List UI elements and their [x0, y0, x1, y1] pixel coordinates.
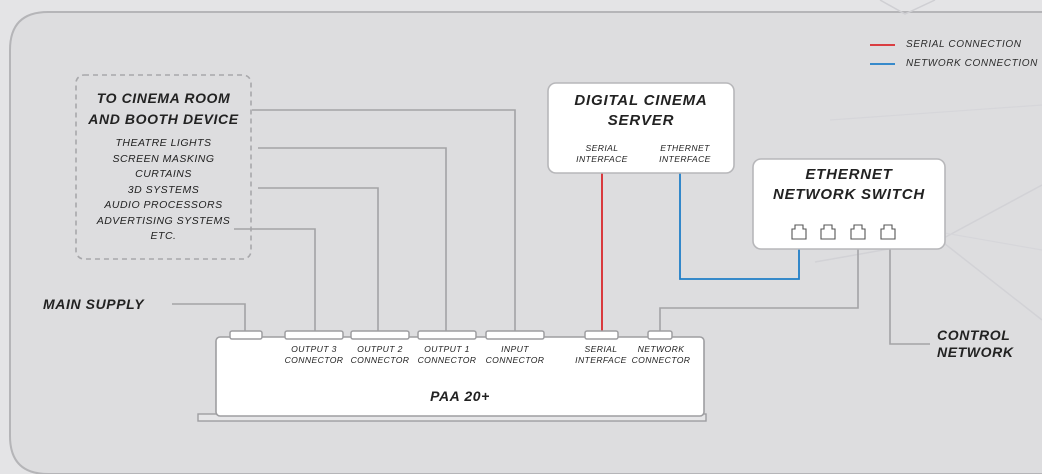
control-network-label: CONTROL NETWORK — [937, 327, 1014, 360]
connector-label-line2: CONNECTOR — [284, 355, 344, 365]
server-title: DIGITAL CINEMA SERVER — [548, 92, 734, 129]
server-box — [547, 82, 735, 174]
wire-output1 — [258, 147, 447, 333]
switch-box — [752, 158, 946, 250]
server-serial-line2: INTERFACE — [576, 154, 628, 164]
connector-label-line1: SERIAL — [584, 344, 618, 354]
source-devices-list: TO CINEMA ROOM AND BOOTH DEVICE THEATRE … — [76, 90, 251, 245]
switch-title: ETHERNET NETWORK SWITCH — [753, 166, 945, 203]
legend-serial-label: SERIAL CONNECTION — [906, 39, 1022, 50]
server-title-line2: SERVER — [607, 112, 675, 129]
source-item: ETC. — [150, 230, 177, 242]
switch-ports — [791, 224, 896, 240]
switch-title-line2: NETWORK SWITCH — [772, 186, 925, 203]
output1-connector — [417, 330, 477, 340]
server-serial-interface-label: SERIAL INTERFACE — [562, 143, 642, 165]
source-item: CURTAINS — [135, 168, 192, 180]
wire-output3 — [234, 228, 316, 333]
main-supply-label: MAIN SUPPLY — [43, 296, 145, 312]
connector-label-line2: CONNECTOR — [631, 355, 691, 365]
switch-port-icon — [791, 224, 807, 240]
server-ethernet-line2: INTERFACE — [659, 154, 711, 164]
connector-label-line1: INPUT — [501, 344, 529, 354]
connector-label-line1: OUTPUT 2 — [357, 344, 403, 354]
legend-network-label: NETWORK CONNECTION — [906, 58, 1038, 69]
output3-connector — [284, 330, 344, 340]
server-ethernet-line1: ETHERNET — [660, 143, 710, 153]
source-item: AUDIO PROCESSORS — [104, 199, 223, 211]
source-item: SCREEN MASKING — [112, 152, 215, 165]
source-title-line1: TO CINEMA ROOM — [96, 90, 231, 106]
input-connector — [485, 330, 545, 340]
device-connector-label: SERIAL INTERFACE — [568, 344, 634, 366]
decor-shape-top — [879, 0, 936, 15]
wire-input — [252, 109, 516, 333]
connector-label-line1: OUTPUT 3 — [291, 344, 337, 354]
wire-output2 — [258, 187, 379, 333]
device-name: PAA 20+ — [430, 388, 490, 404]
control-network-line2: NETWORK — [937, 344, 1014, 360]
device-connector-label: OUTPUT 3 CONNECTOR — [279, 344, 349, 366]
device-connector-label: OUTPUT 1 CONNECTOR — [412, 344, 482, 366]
device-connector-tabs — [229, 330, 673, 340]
switch-port-icon — [850, 224, 866, 240]
wire-main-supply — [172, 303, 246, 333]
server-title-line1: DIGITAL CINEMA — [574, 92, 708, 109]
control-network-line1: CONTROL — [937, 327, 1011, 343]
server-serial-line1: SERIAL — [585, 143, 619, 153]
gray-wires — [172, 109, 930, 345]
connector-label-line2: CONNECTOR — [485, 355, 545, 365]
power-connector — [229, 330, 263, 340]
output2-connector — [350, 330, 410, 340]
source-item: 3D SYSTEMS — [127, 183, 200, 196]
connector-label-line2: CONNECTOR — [350, 355, 410, 365]
wire-network — [659, 249, 859, 333]
switch-port-icon — [820, 224, 836, 240]
connector-label-line2: INTERFACE — [575, 355, 627, 365]
server-ethernet-interface-label: ETHERNET INTERFACE — [645, 143, 725, 165]
source-title-line2: AND BOOTH DEVICE — [88, 111, 239, 127]
switch-port-icon — [880, 224, 896, 240]
device-connector-label: OUTPUT 2 CONNECTOR — [345, 344, 415, 366]
connector-label-line1: OUTPUT 1 — [424, 344, 470, 354]
source-item: ADVERTISING SYSTEMS — [96, 214, 231, 227]
network-wire — [679, 173, 800, 280]
device-connector-label: INPUT CONNECTOR — [480, 344, 550, 366]
serial-interface-connector — [584, 330, 619, 340]
network-connector — [647, 330, 673, 340]
source-devices-box — [75, 74, 252, 260]
device-connector-label: NETWORK CONNECTOR — [628, 344, 694, 366]
wire-control-network — [889, 249, 930, 345]
connector-label-line2: CONNECTOR — [417, 355, 477, 365]
source-item: THEATRE LIGHTS — [115, 137, 212, 149]
connector-label-line1: NETWORK — [637, 344, 685, 354]
switch-title-line1: ETHERNET — [805, 166, 893, 183]
